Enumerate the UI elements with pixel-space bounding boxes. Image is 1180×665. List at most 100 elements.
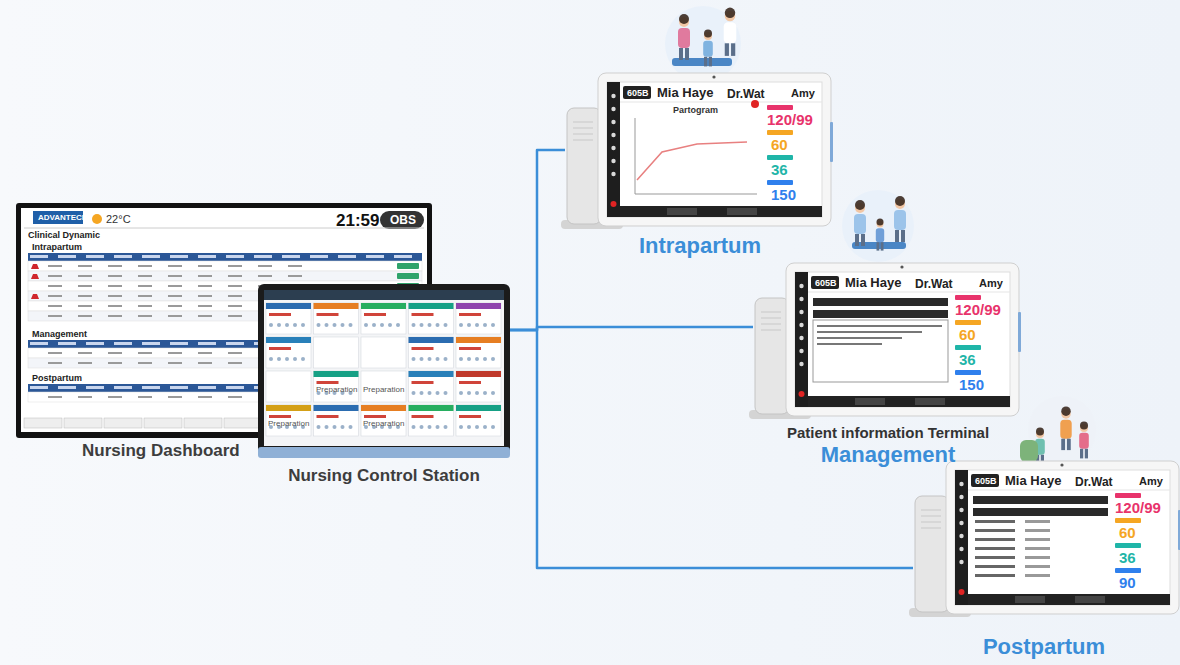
patient-leg: [881, 242, 884, 250]
card-header: [266, 337, 311, 343]
menu-icon: [799, 297, 803, 301]
caption-text: Nursing Dashboard: [82, 441, 240, 461]
bottom-button: [1075, 596, 1105, 603]
header-cell: [114, 255, 132, 258]
tab-button: [24, 418, 62, 428]
patient-card: [266, 371, 311, 402]
patient-card: [456, 337, 501, 368]
card-header: [266, 303, 311, 309]
card-dot: [444, 357, 448, 361]
menu-icon: [799, 323, 803, 327]
card-dot: [277, 357, 281, 361]
alarm-bell: [31, 274, 39, 279]
patient-card: [314, 405, 359, 436]
text-line: [817, 331, 922, 333]
card-dot: [467, 425, 471, 429]
cell-text-bar: [198, 265, 212, 267]
cell-text-bar: [48, 315, 62, 317]
cell-text-bar: [228, 285, 242, 287]
menu-icon: [611, 133, 615, 137]
screen-text: Amy: [791, 88, 815, 99]
card-name-bar: [412, 381, 434, 384]
row-button: [397, 263, 419, 269]
cell-text-bar: [288, 275, 302, 277]
bottom-button: [915, 398, 945, 405]
card-dot: [293, 357, 297, 361]
list-key: [975, 556, 1015, 559]
cell-text-bar: [198, 285, 212, 287]
cell-text-bar: [108, 265, 122, 267]
list-key: [975, 565, 1015, 568]
vital-tag: [955, 295, 981, 300]
card-dot: [349, 425, 353, 429]
header-line: [968, 490, 1170, 491]
card-name-bar: [412, 347, 434, 350]
cell-text-bar: [138, 295, 152, 297]
card-name-bar: [364, 415, 386, 418]
header-cell: [142, 342, 160, 345]
menu-icon: [611, 107, 615, 111]
exit-icon: [611, 201, 617, 207]
cell-text-bar: [108, 396, 122, 398]
list-key: [975, 574, 1015, 577]
screen-text: 36: [1119, 550, 1136, 565]
cell-text-bar: [138, 362, 152, 364]
cell-text-bar: [198, 275, 212, 277]
nurse-leg: [1061, 439, 1065, 450]
menu-icon: [611, 172, 615, 176]
cell-text-bar: [108, 295, 122, 297]
nurse-leg: [895, 230, 899, 242]
menu-icon: [611, 159, 615, 163]
sun-icon: [92, 214, 102, 224]
screen-text: Amy: [1139, 476, 1163, 487]
screen-text: 36: [959, 352, 976, 367]
room-tag: [811, 276, 839, 289]
cell-text-bar: [168, 352, 182, 354]
header-cell: [114, 386, 132, 389]
card-dot: [475, 357, 479, 361]
header-cell: [142, 386, 160, 389]
cell-text-bar: [228, 275, 242, 277]
card-dot: [325, 425, 329, 429]
menu-icon: [959, 482, 963, 486]
cell-text-bar: [138, 285, 152, 287]
card-dot: [467, 323, 471, 327]
control-screen: [264, 290, 504, 446]
cell-text-bar: [168, 275, 182, 277]
header-cell: [86, 386, 104, 389]
screen-text: 60: [1119, 525, 1136, 540]
cell-text-bar: [138, 305, 152, 307]
screen-text: Dr.Wat: [1075, 476, 1113, 488]
screen-text: 120/99: [955, 302, 1001, 317]
patient-body: [703, 41, 713, 57]
patient-hair: [704, 30, 712, 38]
card-name-bar: [412, 313, 434, 316]
header-cell: [58, 386, 76, 389]
cell-text-bar: [288, 265, 302, 267]
header-cell: [282, 255, 300, 258]
card-dot: [372, 323, 376, 327]
screen-text: Management: [32, 330, 87, 339]
cell-text-bar: [168, 396, 182, 398]
chart-axis: [635, 118, 757, 194]
card-header: [456, 303, 501, 309]
caption-text: Postpartum: [983, 634, 1105, 659]
screen-text: 150: [771, 187, 796, 202]
menu-icon: [611, 120, 615, 124]
header-cell: [114, 342, 132, 345]
section-bar: [973, 496, 1108, 504]
menu-icon: [959, 560, 963, 564]
screen-text: 605B: [975, 477, 997, 486]
obs-pill: [380, 211, 424, 229]
list-value: [1025, 547, 1050, 550]
card-dot: [364, 323, 368, 327]
cell-text-bar: [108, 305, 122, 307]
card-dot: [269, 323, 273, 327]
cell-text-bar: [168, 285, 182, 287]
nurse-body: [894, 210, 906, 230]
cell-text-bar: [228, 305, 242, 307]
row-button: [397, 273, 419, 279]
vital-tag: [1115, 493, 1141, 498]
